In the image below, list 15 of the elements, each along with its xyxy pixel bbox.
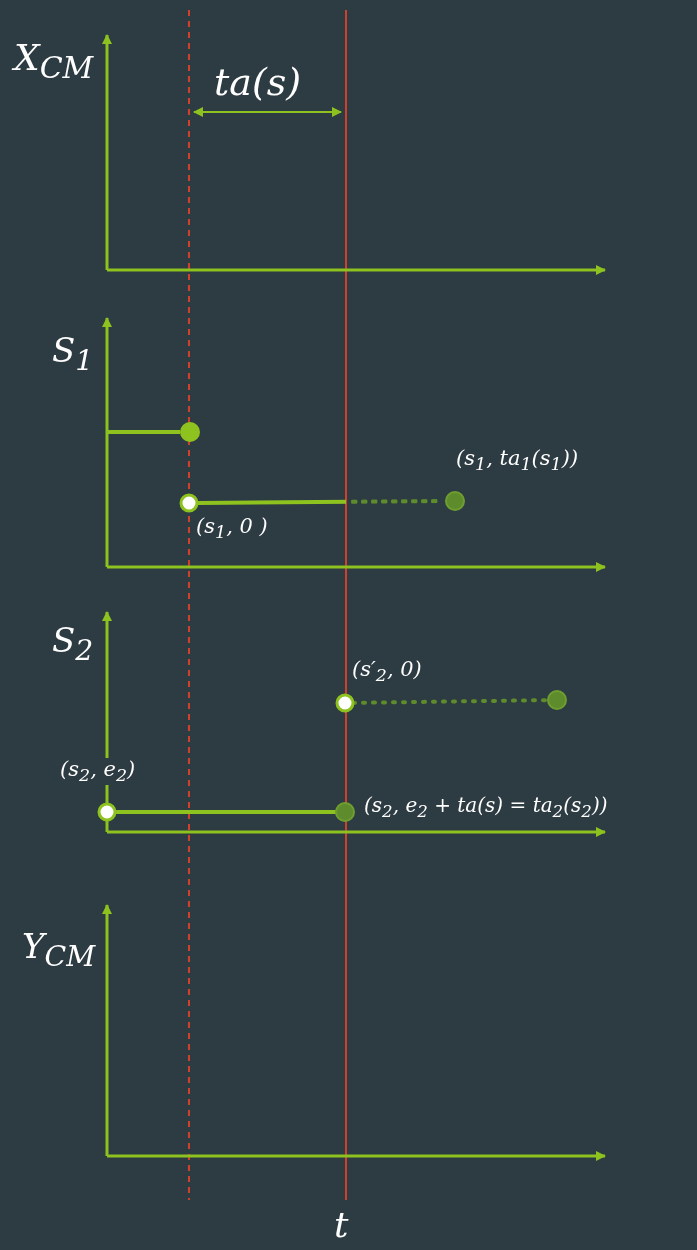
axis-label: S$_{2}$: [52, 622, 94, 666]
axis-label: S$_{1}$: [52, 332, 94, 376]
open-dot: [179, 493, 199, 513]
dim-dot: [445, 491, 465, 511]
coordinate-label: (s$_{2}$, e$_{2}$): [60, 758, 136, 786]
dim-dot: [335, 802, 355, 822]
axis-label: Y$_{CM}$: [22, 928, 96, 972]
signal-segment: [107, 430, 180, 434]
filled-dot: [180, 422, 200, 442]
dim-dot: [547, 690, 567, 710]
open-dot: [335, 693, 355, 713]
time-label: t: [334, 1205, 349, 1245]
open-dot: [97, 802, 117, 822]
dimension-label: ta(s): [214, 62, 302, 104]
signal-segment: [115, 810, 336, 814]
